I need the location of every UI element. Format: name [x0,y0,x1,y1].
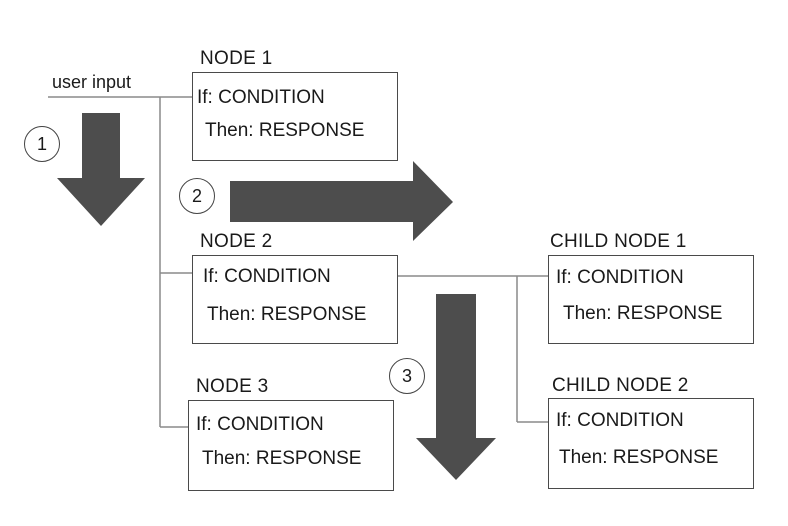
child-node1-title: CHILD NODE 1 [550,231,687,252]
child-node1-box: If: CONDITION Then: RESPONSE [548,255,754,344]
node1-title: NODE 1 [200,48,273,69]
node1-condition: If: CONDITION [197,87,325,108]
node1-response: Then: RESPONSE [205,120,365,141]
step-2-badge: 2 [179,178,215,214]
child-node2-response: Then: RESPONSE [559,447,719,468]
step-3-badge: 3 [389,358,425,394]
child-node1-response: Then: RESPONSE [563,303,723,324]
node2-response: Then: RESPONSE [207,304,367,325]
down-arrow-1 [57,113,145,226]
child-node2-condition: If: CONDITION [556,410,684,431]
step-1-badge: 1 [24,126,60,162]
node1-box: If: CONDITION Then: RESPONSE [192,72,398,161]
child-node2-box: If: CONDITION Then: RESPONSE [548,398,754,489]
node2-condition: If: CONDITION [203,266,331,287]
user-input-label: user input [52,72,132,92]
node2-title: NODE 2 [200,231,273,252]
child-node1-condition: If: CONDITION [556,267,684,288]
right-arrow-2 [230,161,453,241]
node2-box: If: CONDITION Then: RESPONSE [192,255,398,344]
down-arrow-3 [416,294,496,480]
node3-box: If: CONDITION Then: RESPONSE [188,400,394,491]
node3-title: NODE 3 [196,376,269,397]
node3-response: Then: RESPONSE [202,448,362,469]
node3-condition: If: CONDITION [196,414,324,435]
child-node2-title: CHILD NODE 2 [552,375,689,396]
